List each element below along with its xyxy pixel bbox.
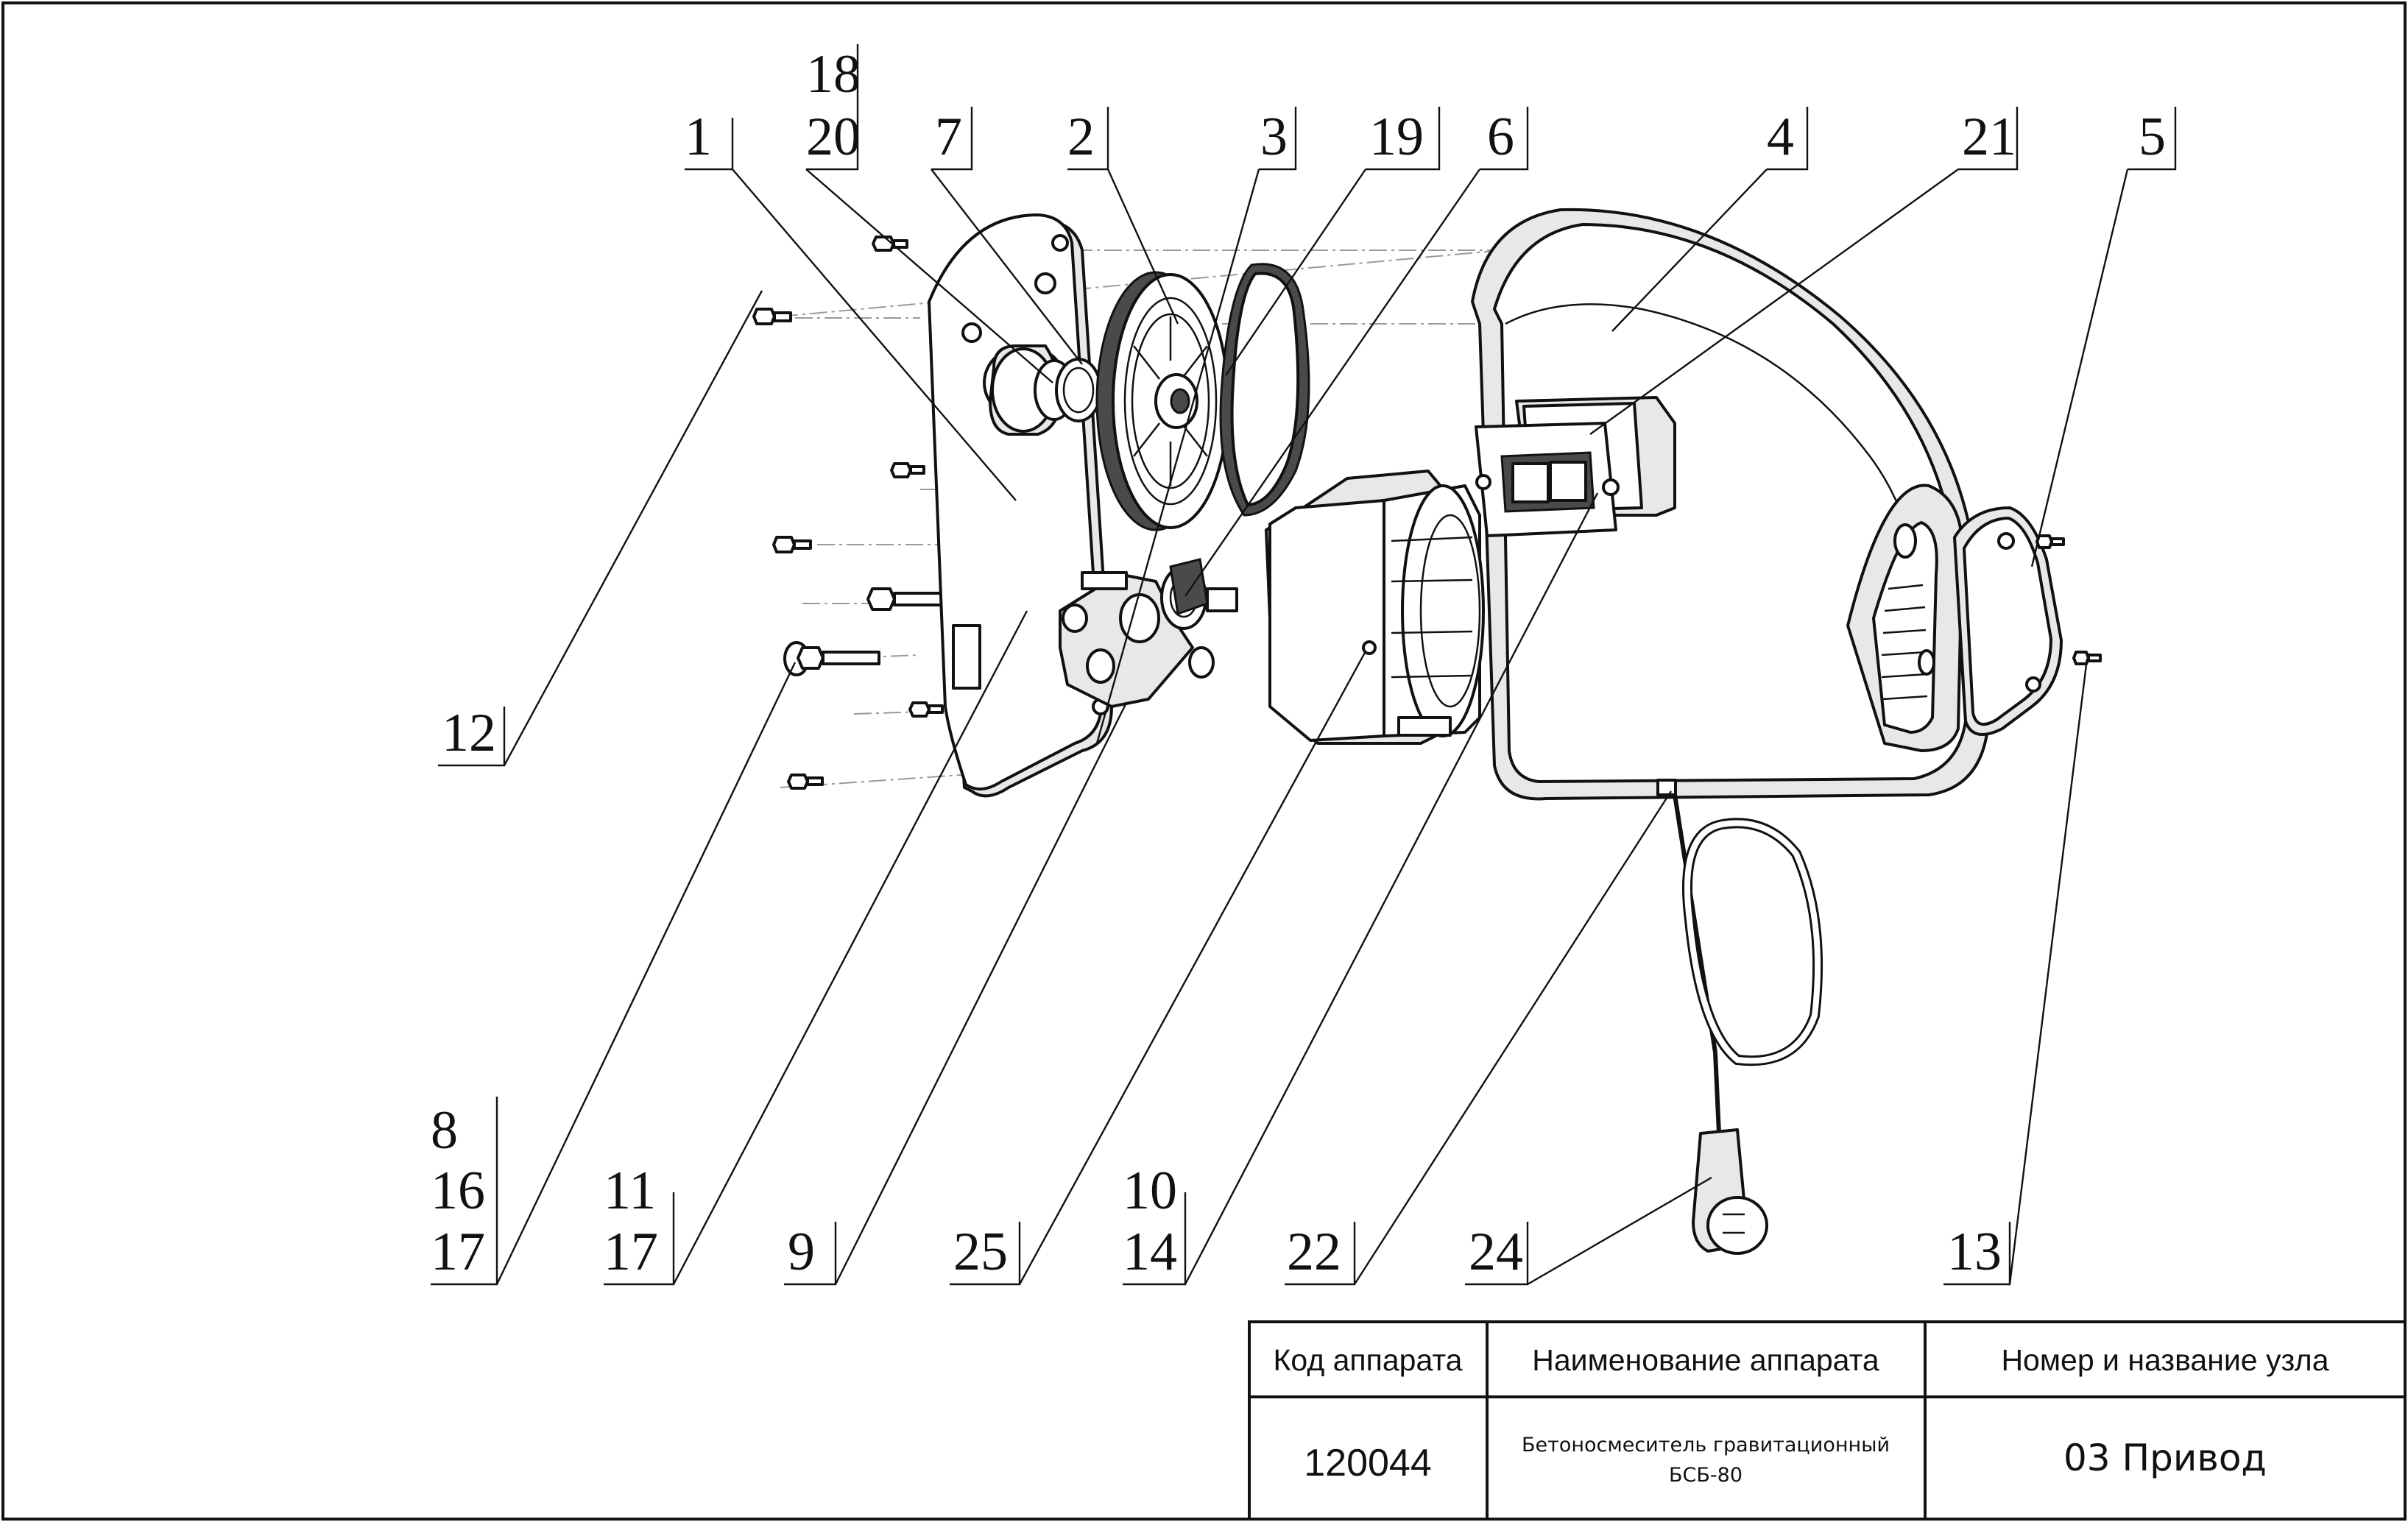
callout-12: 12 bbox=[442, 703, 496, 763]
title-block-header-code: Код аппарата bbox=[1274, 1343, 1463, 1377]
apparatus-name-line1: Бетоносмеситель гравитационный bbox=[1522, 1434, 1890, 1456]
screw-low bbox=[908, 701, 944, 718]
bolt-long-1 bbox=[866, 587, 947, 611]
title-block: Код аппарата Наименование аппарата Номер… bbox=[1248, 1320, 2407, 1521]
drive-belt bbox=[1219, 263, 1310, 517]
callout-25: 25 bbox=[953, 1222, 1008, 1282]
callout-6: 6 bbox=[1487, 107, 1514, 167]
screw-mid bbox=[890, 462, 925, 478]
end-cap bbox=[1953, 506, 2063, 736]
screw-top bbox=[872, 236, 908, 252]
callout-24: 24 bbox=[1469, 1222, 1523, 1282]
motor-bracket bbox=[1059, 558, 1238, 708]
callout-4: 4 bbox=[1767, 107, 1794, 167]
title-block-header-unit: Номер и название узла bbox=[2001, 1343, 2328, 1377]
leader-lines bbox=[431, 44, 2177, 1286]
mounting-plate bbox=[928, 213, 1113, 798]
callout-9: 9 bbox=[788, 1222, 815, 1282]
callout-14: 14 bbox=[1123, 1222, 1177, 1282]
switch-assembly bbox=[1475, 396, 1676, 537]
callout-22: 22 bbox=[1287, 1222, 1341, 1282]
unit-number-name: 03 Привод bbox=[2063, 1437, 2267, 1479]
screw-12 bbox=[752, 308, 792, 325]
callout-2: 2 bbox=[1067, 107, 1095, 167]
screws-left bbox=[752, 236, 947, 790]
bolt-long-2 bbox=[783, 641, 880, 676]
callout-19: 19 bbox=[1369, 107, 1424, 167]
cover-housing bbox=[1471, 208, 1989, 801]
apparatus-code: 120044 bbox=[1304, 1442, 1432, 1484]
callout-11: 11 bbox=[604, 1161, 656, 1221]
screw-bottom bbox=[787, 774, 824, 790]
callout-8: 8 bbox=[431, 1100, 458, 1161]
bearing-housing bbox=[989, 344, 1102, 436]
callout-3: 3 bbox=[1260, 107, 1288, 167]
callout-20: 20 bbox=[806, 107, 861, 167]
power-cable bbox=[1656, 779, 1823, 1255]
title-block-header-name: Наименование аппарата bbox=[1532, 1343, 1879, 1377]
apparatus-name-line2: БСБ-80 bbox=[1669, 1464, 1743, 1487]
callout-1: 1 bbox=[685, 107, 712, 167]
callout-16: 16 bbox=[431, 1161, 485, 1221]
callout-13: 13 bbox=[1947, 1222, 2002, 1282]
callout-17a: 17 bbox=[431, 1222, 485, 1282]
vent-grille bbox=[1881, 584, 1928, 701]
callout-labels: 1 18 20 7 2 3 19 6 4 21 5 12 8 16 17 11 … bbox=[431, 44, 2166, 1282]
pulley bbox=[1095, 271, 1229, 531]
callout-18: 18 bbox=[806, 44, 861, 105]
callout-7: 7 bbox=[935, 107, 962, 167]
callout-17b: 17 bbox=[604, 1222, 658, 1282]
callout-21: 21 bbox=[1962, 107, 2016, 167]
callout-5: 5 bbox=[2139, 107, 2166, 167]
parts-illustration bbox=[752, 208, 2102, 1255]
screw-mid2 bbox=[772, 536, 812, 553]
electric-motor bbox=[1265, 470, 1485, 745]
callout-10: 10 bbox=[1123, 1161, 1177, 1221]
